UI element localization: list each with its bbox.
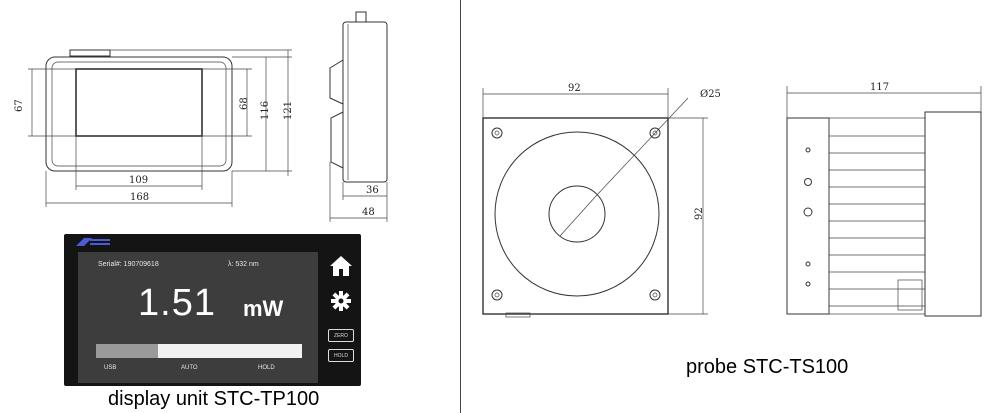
probe-heatsink xyxy=(828,117,926,315)
dim-label-116: 116 xyxy=(260,101,271,120)
dim-label-121: 121 xyxy=(283,101,294,120)
heatsink-fins xyxy=(829,135,925,307)
screen-display-area: Serial#: 190709618 λ: 532 nm 1.51 mW USB… xyxy=(78,252,318,383)
label-auto: AUTO xyxy=(181,365,198,371)
dim-label-92-width: 92 xyxy=(568,83,581,94)
side-holes xyxy=(803,147,813,287)
dim-label-67: 67 xyxy=(14,99,25,112)
panel-divider xyxy=(460,0,461,413)
power-unit: mW xyxy=(243,296,284,321)
display-front-view: 67 68 116 121 109 168 xyxy=(14,49,294,207)
probe-side-back xyxy=(924,111,982,317)
front-outer-body xyxy=(45,56,233,172)
probe-front-body xyxy=(482,117,669,315)
side-stand-lower xyxy=(330,111,344,169)
side-body xyxy=(342,21,388,183)
probe-front-view: 92 92 Ø25 xyxy=(482,83,721,318)
display-side-view: 36 48 xyxy=(329,11,388,222)
hold-button[interactable]: HOLD xyxy=(328,349,354,362)
probe-aperture xyxy=(548,185,606,243)
gear-icon[interactable] xyxy=(330,290,352,312)
power-reading: 1.51 xyxy=(138,282,216,324)
serial-number: Serial#: 190709618 xyxy=(98,261,159,268)
probe-side-view: 117 xyxy=(786,82,982,317)
screw-bottom-right xyxy=(649,289,661,301)
dim-label-48: 48 xyxy=(362,207,375,218)
screw-top-left xyxy=(491,127,503,139)
caption-display-unit: display unit STC-TP100 xyxy=(108,388,320,410)
probe-connector xyxy=(897,279,923,311)
side-top-knob xyxy=(355,11,367,23)
front-bezel xyxy=(51,61,227,167)
front-screen-window xyxy=(75,68,203,137)
screw-top-right xyxy=(649,127,661,139)
power-bar xyxy=(96,344,302,358)
dim-label-168: 168 xyxy=(130,192,149,203)
dim-label-109: 109 xyxy=(129,175,148,186)
aperture-diameter-line xyxy=(559,195,597,237)
label-usb: USB xyxy=(104,365,117,371)
screw-bottom-left xyxy=(491,289,503,301)
dim-label-117: 117 xyxy=(870,82,889,93)
top-connector xyxy=(69,49,111,57)
dim-label-aperture: Ø25 xyxy=(700,89,721,100)
home-icon[interactable] xyxy=(328,254,354,278)
label-hold: HOLD xyxy=(258,365,275,371)
caption-probe: probe STC-TS100 xyxy=(686,356,849,378)
zero-button[interactable]: ZERO xyxy=(328,329,354,342)
dim-label-36: 36 xyxy=(366,185,379,196)
dim-label-68: 68 xyxy=(239,97,250,110)
brand-logo-icon xyxy=(76,238,110,246)
power-bar-fill xyxy=(96,344,158,358)
dim-label-92-height: 92 xyxy=(694,207,705,220)
wavelength-readout: λ: 532 nm xyxy=(228,261,259,268)
display-screen-photo: Serial#: 190709618 λ: 532 nm 1.51 mW USB… xyxy=(64,234,361,386)
probe-outer-ring xyxy=(494,131,660,297)
side-stand-upper xyxy=(329,59,344,105)
